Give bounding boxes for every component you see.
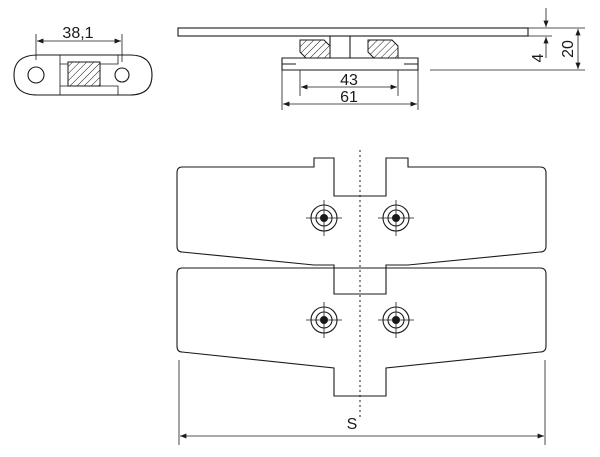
inner-span-label: 43 bbox=[340, 72, 358, 89]
front-view-knuckle-right bbox=[367, 39, 399, 59]
front-view-knuckle-left bbox=[299, 39, 331, 59]
front-view: 43 61 4 20 bbox=[177, 8, 585, 110]
side-view-hole-left bbox=[27, 66, 45, 84]
front-view-top-plate bbox=[177, 27, 529, 37]
total-height-label: 20 bbox=[560, 40, 577, 58]
plate-thickness-label: 4 bbox=[530, 53, 547, 62]
top-view-plate-lower bbox=[176, 267, 547, 397]
side-view-outline bbox=[13, 54, 153, 96]
plate-width-label: S bbox=[347, 416, 358, 433]
rivet-lower-left bbox=[306, 302, 342, 338]
side-view-hole-right bbox=[114, 67, 130, 83]
side-view: 38,1 bbox=[13, 25, 153, 96]
top-view-plate-upper bbox=[176, 157, 547, 269]
side-view-hatched-section bbox=[67, 61, 101, 87]
rivet-lower-right bbox=[378, 302, 414, 338]
outer-span-label: 61 bbox=[340, 89, 358, 106]
rivet-upper-right bbox=[378, 200, 414, 236]
side-width-label: 38,1 bbox=[62, 25, 93, 42]
top-view: S bbox=[176, 150, 547, 445]
rivet-upper-left bbox=[306, 200, 342, 236]
front-view-base bbox=[281, 57, 419, 71]
